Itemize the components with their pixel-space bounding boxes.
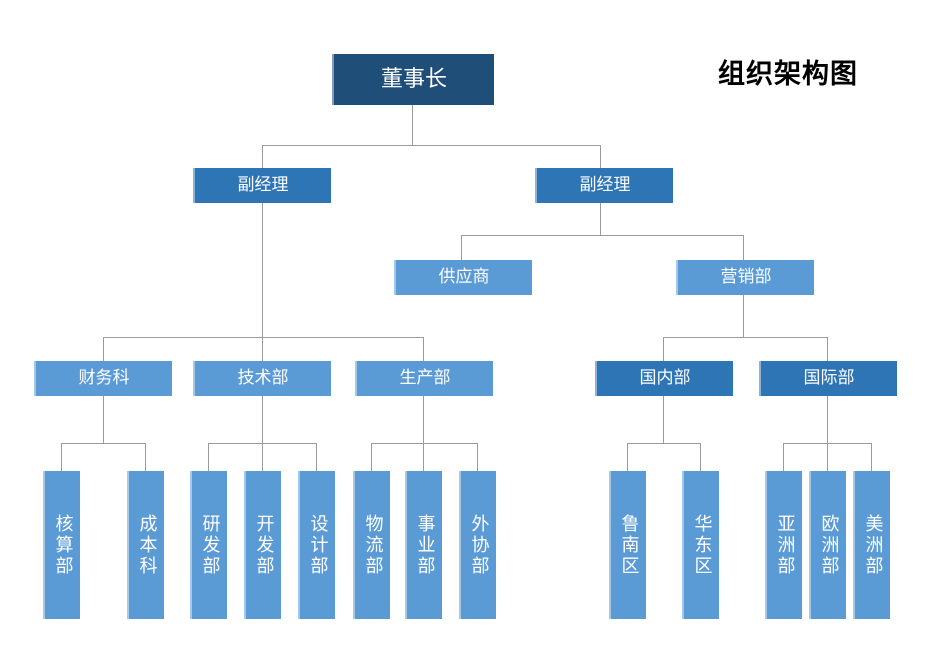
node-business-unit[interactable]: 事业部 — [405, 471, 442, 619]
connector-to-accounting — [61, 443, 62, 471]
node-accounting[interactable]: 核算部 — [43, 471, 80, 619]
node-cost[interactable]: 成本科 — [127, 471, 164, 619]
node-finance[interactable]: 财务科 — [34, 361, 172, 396]
node-domestic[interactable]: 国内部 — [595, 361, 733, 396]
node-deputy-manager-left[interactable]: 副经理 — [193, 168, 331, 203]
connector-to-deputy-left — [262, 145, 263, 168]
node-research[interactable]: 研发部 — [190, 471, 227, 619]
node-supplier[interactable]: 供应商 — [394, 260, 532, 295]
connector-production-stem — [423, 396, 424, 443]
connector-to-outsourcing — [477, 443, 478, 471]
connector-to-lunan — [627, 443, 628, 471]
connector-to-marketing — [743, 235, 744, 260]
node-europe[interactable]: 欧洲部 — [809, 471, 846, 619]
connector-chairman-stem — [412, 105, 413, 145]
connector-deputy-right-stem — [600, 203, 601, 235]
connector-to-business-unit — [423, 443, 424, 471]
connector-to-supplier — [461, 235, 462, 260]
connector-to-domestic — [663, 337, 664, 361]
node-asia[interactable]: 亚洲部 — [765, 471, 802, 619]
connector-to-research — [208, 443, 209, 471]
node-america[interactable]: 美洲部 — [853, 471, 890, 619]
connector-level3-bus — [461, 235, 743, 236]
connector-domestic-bus — [627, 443, 700, 444]
connector-marketing-stem — [743, 295, 744, 337]
node-lunan-region[interactable]: 鲁南区 — [609, 471, 646, 619]
node-production[interactable]: 生产部 — [355, 361, 493, 396]
connector-to-cost — [145, 443, 146, 471]
node-outsourcing[interactable]: 外协部 — [459, 471, 496, 619]
connector-deputy-left-stem — [262, 203, 263, 337]
connector-domestic-stem — [663, 396, 664, 443]
connector-level4-right-bus — [663, 337, 827, 338]
connector-level2-bus — [262, 145, 601, 146]
connector-to-international — [827, 337, 828, 361]
node-marketing[interactable]: 营销部 — [676, 260, 814, 295]
connector-to-technology — [262, 337, 263, 361]
node-development[interactable]: 开发部 — [244, 471, 281, 619]
connector-finance-stem — [103, 396, 104, 443]
node-logistics[interactable]: 物流部 — [353, 471, 390, 619]
connector-technology-stem — [262, 396, 263, 443]
node-deputy-manager-right[interactable]: 副经理 — [535, 168, 673, 203]
connector-to-development — [262, 443, 263, 471]
connector-production-bus — [371, 443, 477, 444]
connector-international-stem — [827, 396, 828, 443]
connector-to-finance — [103, 337, 104, 361]
connector-to-design — [316, 443, 317, 471]
connector-to-logistics — [371, 443, 372, 471]
node-design[interactable]: 设计部 — [298, 471, 335, 619]
node-international[interactable]: 国际部 — [759, 361, 897, 396]
connector-to-asia — [783, 443, 784, 471]
connector-finance-bus — [61, 443, 145, 444]
node-chairman[interactable]: 董事长 — [332, 54, 494, 105]
node-huadong-region[interactable]: 华东区 — [682, 471, 719, 619]
connector-level4-left-bus — [103, 337, 423, 338]
connector-to-america — [871, 443, 872, 471]
connector-to-europe — [827, 443, 828, 471]
connector-to-production — [423, 337, 424, 361]
page-title: 组织架构图 — [718, 59, 858, 90]
connector-to-huadong — [700, 443, 701, 471]
node-technology[interactable]: 技术部 — [193, 361, 331, 396]
connector-to-deputy-right — [600, 145, 601, 168]
